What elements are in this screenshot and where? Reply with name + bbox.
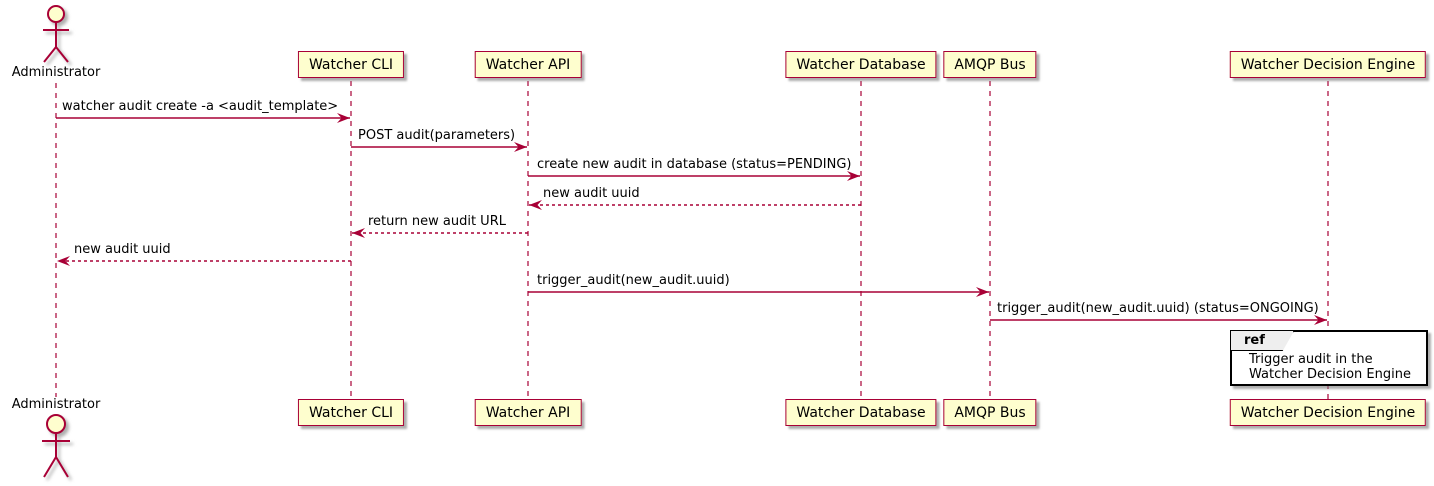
participant-box-watcher-database-bottom: Watcher Database bbox=[785, 399, 937, 426]
participant-box-watcher-decision-engine-bottom: Watcher Decision Engine bbox=[1229, 399, 1427, 426]
actor-icon-top bbox=[43, 5, 69, 63]
participant-box-watcher-cli-bottom: Watcher CLI bbox=[297, 399, 405, 426]
message-label-new-audit-uuid-db: new audit uuid bbox=[543, 186, 640, 201]
message-label-trigger-audit: trigger_audit(new_audit.uuid) bbox=[537, 273, 730, 288]
ref-line-1: Trigger audit in the bbox=[1249, 352, 1373, 367]
message-label-trigger-audit-ongoing: trigger_audit(new_audit.uuid) (status=ON… bbox=[997, 301, 1319, 316]
message-label-post-audit: POST audit(parameters) bbox=[358, 128, 516, 143]
participant-box-watcher-cli-top: Watcher CLI bbox=[297, 51, 405, 78]
participant-box-watcher-api-bottom: Watcher API bbox=[474, 399, 582, 426]
ref-line-2: Watcher Decision Engine bbox=[1249, 367, 1411, 382]
message-label-return-audit-url: return new audit URL bbox=[368, 214, 506, 229]
participant-box-watcher-api-top: Watcher API bbox=[474, 51, 582, 78]
participant-box-amqp-bus-top: AMQP Bus bbox=[943, 51, 1037, 78]
message-label-create-audit-db: create new audit in database (status=PEN… bbox=[537, 157, 852, 172]
message-label-audit-create: watcher audit create -a <audit_template> bbox=[62, 99, 339, 114]
participant-box-watcher-database-top: Watcher Database bbox=[785, 51, 937, 78]
participant-box-watcher-decision-engine-top: Watcher Decision Engine bbox=[1229, 51, 1427, 78]
actor-label-administrator-top: Administrator bbox=[11, 65, 101, 80]
message-label-new-audit-uuid-cli: new audit uuid bbox=[74, 242, 171, 257]
participant-box-amqp-bus-bottom: AMQP Bus bbox=[943, 399, 1037, 426]
ref-body-text: Trigger audit in the Watcher Decision En… bbox=[1249, 352, 1411, 382]
actor-label-administrator-bottom: Administrator bbox=[11, 397, 101, 412]
actor-icon-bottom bbox=[42, 414, 70, 478]
ref-fragment: ref Trigger audit in the Watcher Decisio… bbox=[1230, 330, 1428, 386]
ref-keyword: ref bbox=[1244, 333, 1265, 348]
